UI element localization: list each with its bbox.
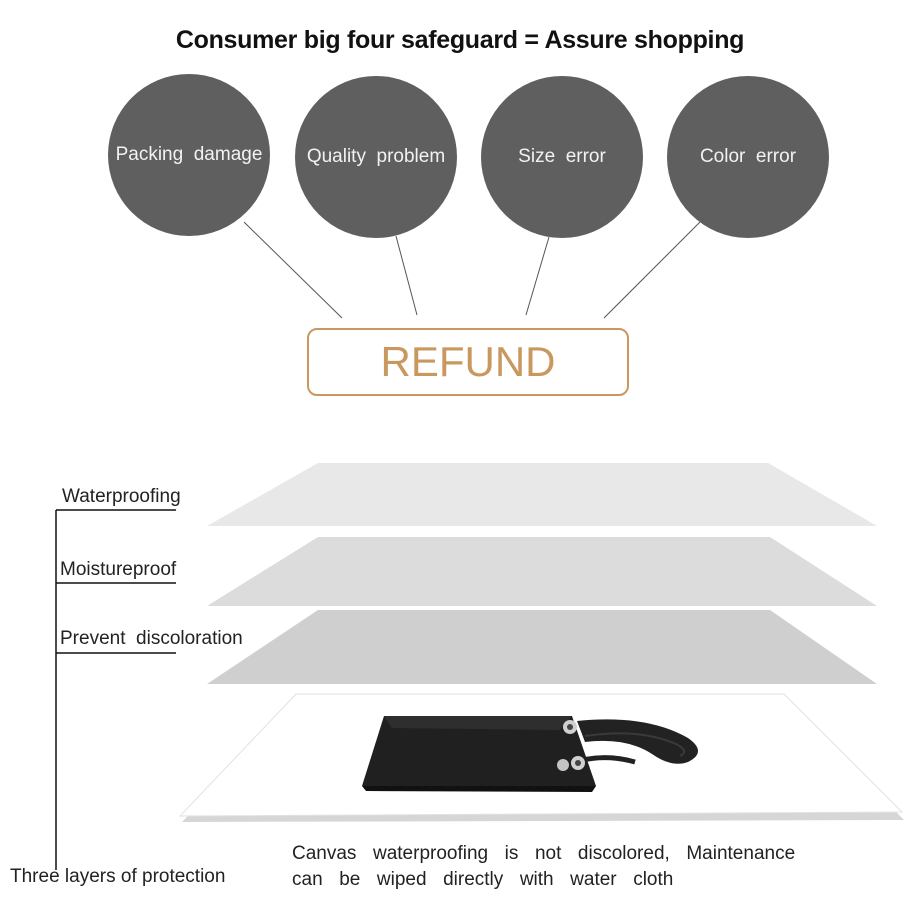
layer-label-prevent-discoloration: Prevent discoloration bbox=[60, 628, 243, 649]
connector-line bbox=[395, 235, 418, 316]
guarantee-size-error: Size error bbox=[481, 76, 643, 238]
protection-label: Three layers of protection bbox=[10, 866, 226, 887]
guarantee-quality-problem: Quality problem bbox=[295, 76, 457, 238]
guarantee-label: Color error bbox=[699, 146, 797, 167]
layer-sheet-top bbox=[207, 463, 877, 526]
caption-line-2: can be wiped directly with water cloth bbox=[292, 869, 674, 890]
connector-line bbox=[243, 221, 343, 319]
connector-line bbox=[525, 236, 550, 316]
layer-label-waterproofing: Waterproofing bbox=[62, 486, 181, 507]
layer-sheet-low bbox=[207, 610, 877, 684]
caption-line-1: Canvas waterproofing is not discolored, … bbox=[292, 843, 796, 864]
guarantee-label: Quality problem bbox=[306, 146, 446, 167]
connector-line bbox=[603, 221, 701, 319]
guarantee-packing-damage: Packing damage bbox=[108, 74, 270, 236]
guarantee-label: Size error bbox=[518, 146, 606, 167]
bag-icon bbox=[362, 716, 698, 792]
guarantee-color-error: Color error bbox=[667, 76, 829, 238]
layer-label-moistureproof: Moistureproof bbox=[60, 559, 177, 580]
layer-sheet-middle bbox=[207, 537, 877, 606]
guarantee-label: Packing damage bbox=[115, 144, 263, 165]
caption: Canvas waterproofing is not discolored, … bbox=[292, 841, 795, 893]
refund-label: REFUND bbox=[380, 338, 556, 385]
refund-box: REFUND bbox=[307, 328, 629, 396]
page-title: Consumer big four safeguard = Assure sho… bbox=[175, 26, 745, 54]
